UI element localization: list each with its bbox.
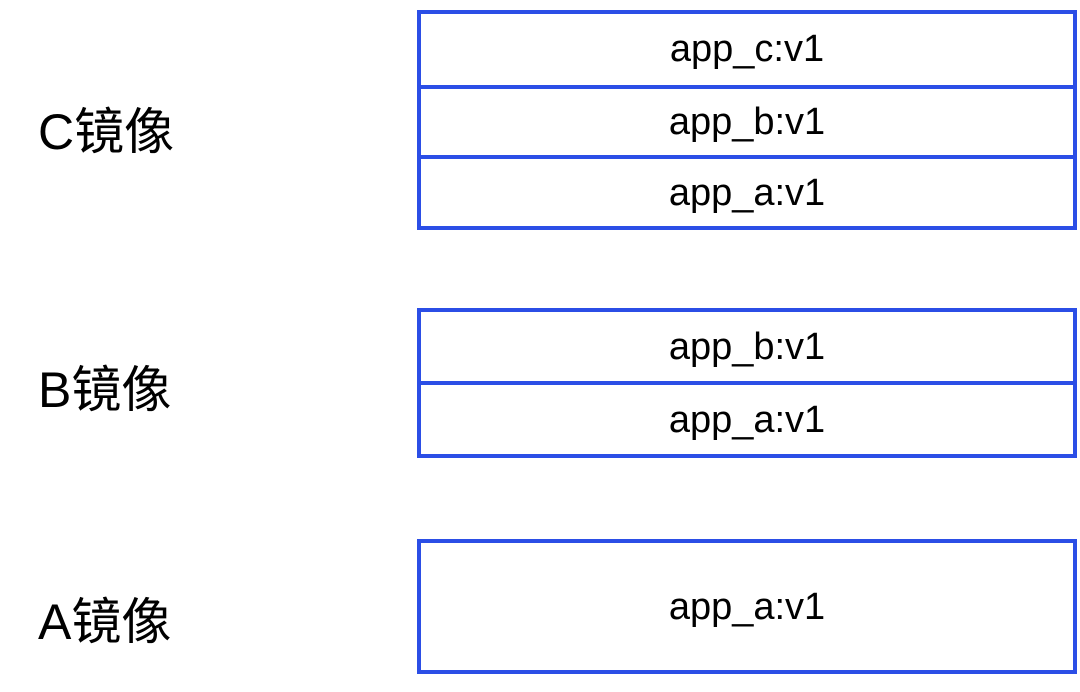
image-label-a: A镜像	[38, 594, 172, 650]
layer-app-b: app_b:v1	[668, 325, 826, 368]
layer-app-b: app_b:v1	[421, 84, 1073, 156]
layer-app-c: app_c:v1	[669, 28, 825, 71]
image-label-c: C镜像	[38, 104, 175, 160]
layer-app-a: app_a:v1	[668, 585, 826, 628]
image-label-b: B镜像	[38, 362, 172, 418]
layer-stack-c: app_c:v1 app_b:v1 app_a:v1	[417, 10, 1077, 230]
layer-app-a: app_a:v1	[421, 155, 1073, 226]
layer-stack-a: app_a:v1	[417, 539, 1077, 674]
layer-stack-b: app_b:v1 app_a:v1	[417, 308, 1077, 458]
layer-app-a: app_a:v1	[421, 381, 1073, 454]
